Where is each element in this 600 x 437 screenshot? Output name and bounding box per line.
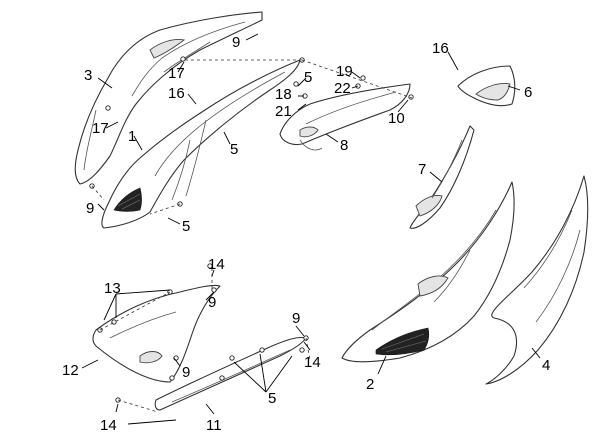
callout-5: 5 bbox=[268, 390, 276, 407]
part-12-lower-panel bbox=[92, 284, 221, 383]
assembly-lines bbox=[91, 59, 413, 413]
callout-6: 6 bbox=[524, 84, 532, 101]
callout-19: 19 bbox=[336, 63, 353, 80]
callout-17: 17 bbox=[168, 65, 185, 82]
callout-8: 8 bbox=[340, 137, 348, 154]
screw bbox=[408, 94, 414, 100]
callout-10: 10 bbox=[388, 110, 405, 127]
callout-9: 9 bbox=[208, 294, 216, 311]
part-4-rear-cover bbox=[485, 175, 589, 385]
callout-5: 5 bbox=[304, 69, 312, 86]
callout-9: 9 bbox=[292, 310, 300, 327]
callout-14: 14 bbox=[304, 354, 321, 371]
part-2-right-side-panel bbox=[341, 181, 515, 363]
callout-18: 18 bbox=[275, 86, 292, 103]
screw bbox=[180, 56, 186, 62]
part-7-bracket bbox=[409, 125, 475, 229]
vent-grille-1 bbox=[113, 187, 142, 212]
callout-9: 9 bbox=[182, 364, 190, 381]
callout-1: 1 bbox=[128, 128, 136, 145]
screw bbox=[229, 355, 235, 361]
callout-4: 4 bbox=[542, 357, 550, 374]
callout-14: 14 bbox=[100, 417, 117, 434]
screw bbox=[105, 105, 111, 111]
callout-12: 12 bbox=[62, 362, 79, 379]
vent-grille-2 bbox=[375, 327, 430, 356]
screw bbox=[169, 375, 175, 381]
screw bbox=[207, 263, 213, 269]
callout-11: 11 bbox=[206, 417, 222, 434]
screw bbox=[259, 347, 265, 353]
callout-9: 9 bbox=[86, 200, 94, 217]
callout-7: 7 bbox=[418, 161, 426, 178]
callout-17: 17 bbox=[92, 120, 109, 137]
callout-13: 13 bbox=[104, 280, 121, 297]
callout-14: 14 bbox=[208, 256, 225, 273]
callout-5: 5 bbox=[230, 141, 238, 158]
screw bbox=[360, 75, 366, 81]
screw bbox=[211, 287, 217, 293]
callout-9: 9 bbox=[232, 34, 240, 51]
callout-3: 3 bbox=[84, 67, 92, 84]
callout-2: 2 bbox=[366, 376, 374, 393]
callout-16: 16 bbox=[168, 85, 185, 102]
screw bbox=[293, 81, 299, 87]
screw bbox=[219, 375, 225, 381]
part-1-lower-side-panel bbox=[101, 59, 301, 229]
part-8-center-cover bbox=[279, 83, 411, 151]
callout-21: 21 bbox=[275, 103, 292, 120]
part-11-lower-strip bbox=[154, 336, 307, 411]
callout-5: 5 bbox=[182, 218, 190, 235]
screw bbox=[299, 347, 305, 353]
callout-22: 22 bbox=[334, 80, 351, 97]
callout-labels: 16 6 9 3 17 5 19 22 16 18 21 10 17 1 5 8… bbox=[62, 34, 550, 434]
leader-lines bbox=[81, 33, 541, 425]
part-6-cap bbox=[457, 65, 516, 107]
callout-16: 16 bbox=[432, 40, 449, 57]
